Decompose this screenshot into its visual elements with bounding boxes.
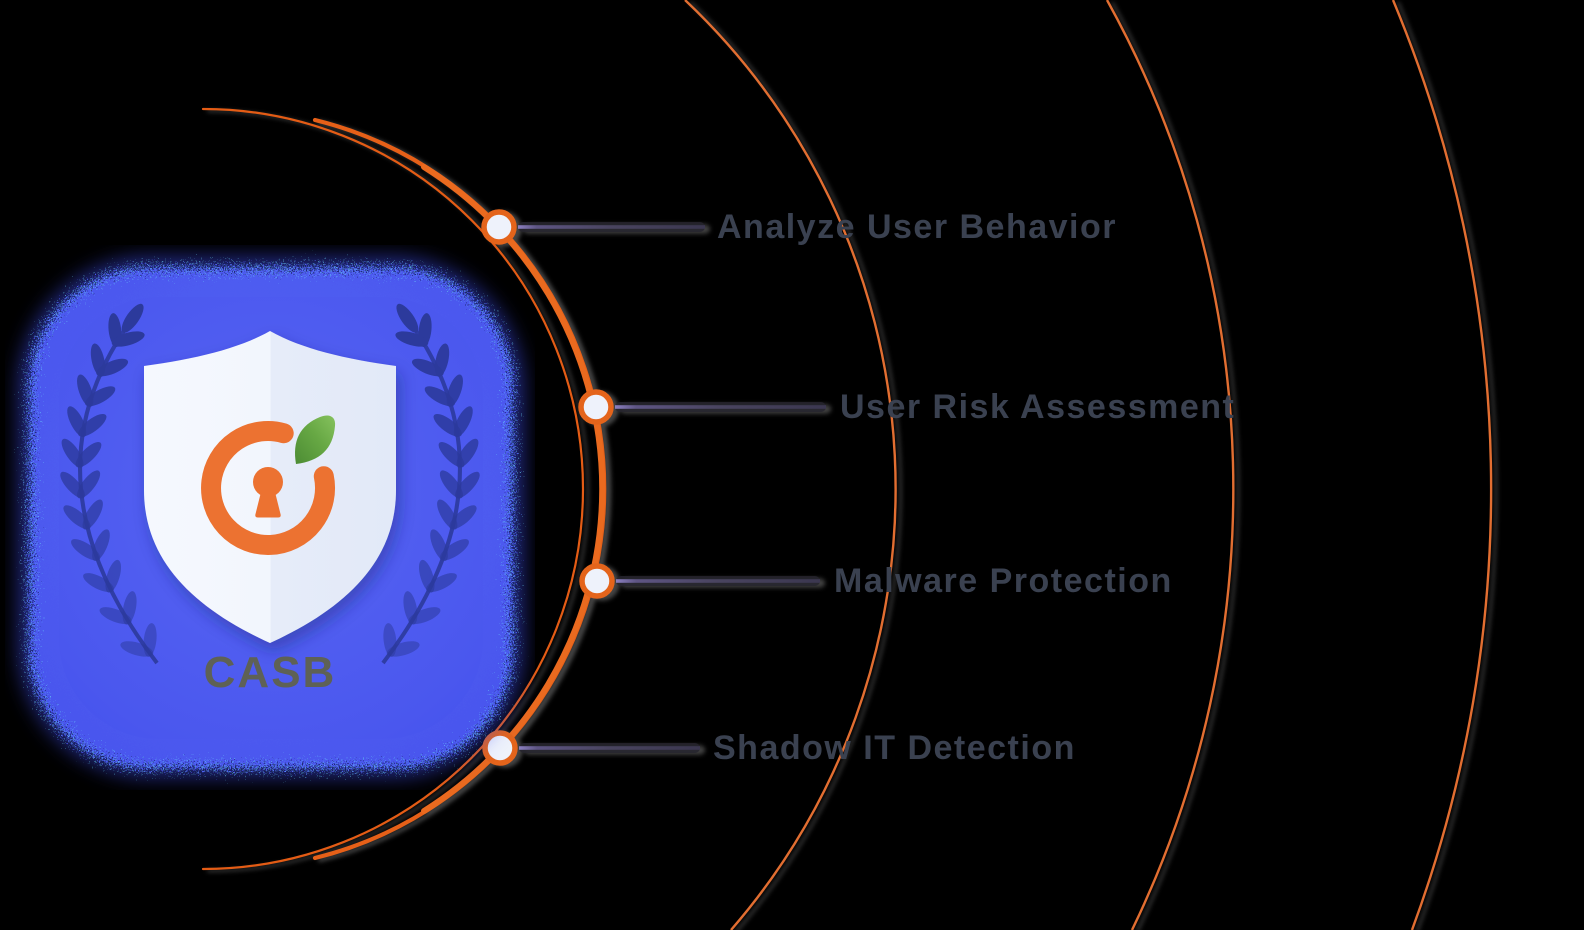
ripple-arc-4 (1391, 0, 1493, 930)
orbit-arc (201, 107, 607, 871)
connector-line-3 (616, 576, 820, 586)
connector-line-2 (615, 402, 826, 412)
node-shadow-it-detection (482, 730, 518, 766)
feature-label-shadow-it-detection: Shadow IT Detection (713, 729, 1076, 767)
casb-badge (19, 257, 523, 777)
node-analyze-user-behavior (481, 209, 517, 245)
keyhole-icon (253, 467, 283, 518)
badge-label: CASB (203, 648, 337, 697)
orbit-nodes (481, 209, 615, 766)
node-user-risk-assessment (578, 389, 614, 425)
leaf-icon (295, 415, 336, 464)
laurel-wreath-icon (60, 298, 486, 665)
feature-label-malware-protection: Malware Protection (834, 562, 1173, 600)
ripple-arc-3 (1105, 0, 1235, 930)
connector-line-1 (518, 222, 705, 232)
node-malware-protection (579, 563, 615, 599)
connector-line-4 (519, 743, 700, 753)
ripple-arc-2 (684, 0, 897, 930)
feature-label-user-risk-assessment: User Risk Assessment (840, 388, 1236, 426)
connector-lines (518, 222, 826, 753)
feature-label-analyze-user-behavior: Analyze User Behavior (717, 208, 1117, 246)
lock-ring-icon (201, 421, 336, 555)
